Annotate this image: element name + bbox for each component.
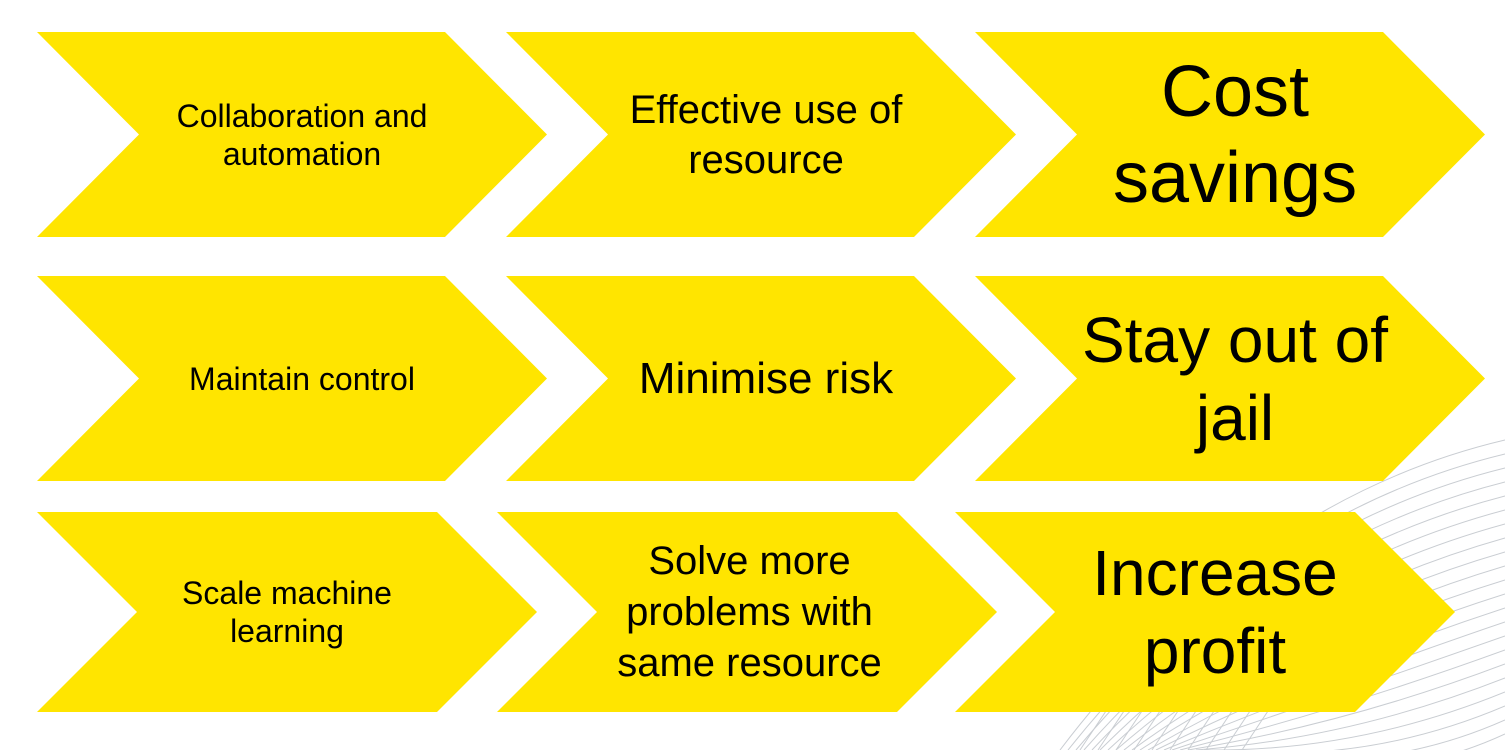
chevron-stay-out-of-jail: Stay out of jail <box>975 276 1485 481</box>
chevron-text: Collaboration and automation <box>176 97 428 172</box>
chevron-label: Effective use of resource <box>611 32 921 237</box>
chevron-maintain-control: Maintain control <box>37 276 547 481</box>
chevron-text: Maintain control <box>189 360 415 397</box>
chevron-label: Maintain control <box>127 276 477 481</box>
row-3: Scale machine learning Solve more proble… <box>0 512 1505 712</box>
row-2: Maintain control Minimise risk Stay out … <box>0 276 1505 481</box>
chevron-label: Increase profit <box>1050 512 1380 712</box>
chevron-text: Effective use of resource <box>629 87 903 182</box>
chevron-text: Stay out of jail <box>1082 303 1388 454</box>
chevron-text: Increase profit <box>1092 537 1338 687</box>
chevron-text: Minimise risk <box>638 353 894 403</box>
chevron-solve-more: Solve more problems with same resource <box>497 512 997 712</box>
chevron-label: Collaboration and automation <box>127 32 477 237</box>
row-1: Collaboration and automation Effective u… <box>0 32 1505 237</box>
chevron-scale-ml: Scale machine learning <box>37 512 537 712</box>
chevron-minimise-risk: Minimise risk <box>506 276 1016 481</box>
chevron-increase-profit: Increase profit <box>955 512 1455 712</box>
chevron-collaboration: Collaboration and automation <box>37 32 547 237</box>
chevron-label: Scale machine learning <box>127 512 447 712</box>
chevron-label: Minimise risk <box>611 276 921 481</box>
chevron-label: Solve more problems with same resource <box>602 512 897 712</box>
chevron-effective-use: Effective use of resource <box>506 32 1016 237</box>
chevron-label: Cost savings <box>1070 32 1400 237</box>
chevron-text: Scale machine learning <box>182 575 392 649</box>
chevron-label: Stay out of jail <box>1070 276 1400 481</box>
chevron-text: Cost savings <box>1112 51 1358 218</box>
chevron-cost-savings: Cost savings <box>975 32 1485 237</box>
chevron-text: Solve more problems with same resource <box>617 538 882 685</box>
